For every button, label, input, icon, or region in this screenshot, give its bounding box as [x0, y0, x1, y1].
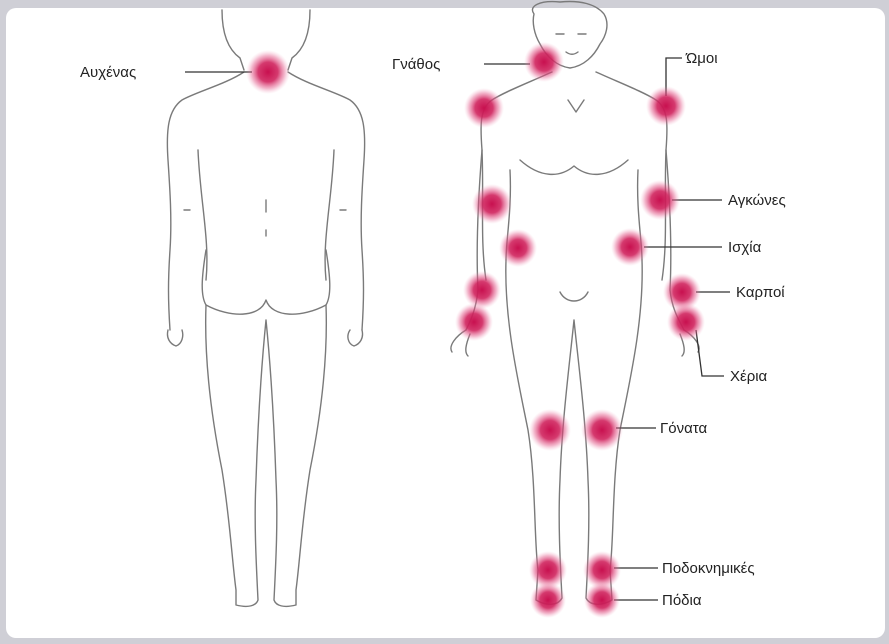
label-neck: Αυχένας [80, 64, 136, 81]
pain-spot-neck [246, 50, 290, 94]
pain-spot-hand-left [667, 303, 705, 341]
front-arms-outline [466, 150, 684, 330]
front-pelvis-outline [560, 292, 588, 301]
pain-spot-knee-right [529, 409, 571, 451]
pain-spot-wrist-right [463, 271, 501, 309]
pain-spot-jaw [524, 42, 564, 82]
back-view-figure [167, 10, 364, 606]
pain-spot-hip-left [611, 228, 649, 266]
back-inner-arm-outline [198, 150, 334, 280]
label-elbows: Αγκώνες [728, 192, 786, 209]
label-knees: Γόνατα [660, 420, 707, 437]
back-hips-outline [202, 250, 330, 314]
pain-spot-knee-left [581, 409, 623, 451]
pain-spot-hand-right [455, 303, 493, 341]
pain-spot-elbow-right [472, 184, 512, 224]
label-hands: Χέρια [730, 368, 768, 385]
label-feet: Πόδια [662, 592, 702, 609]
pain-spot-shoulder-right [464, 88, 504, 128]
label-jaw: Γνάθος [392, 56, 440, 73]
pain-spot-foot-left [584, 582, 620, 618]
label-wrists: Καρποί [736, 284, 785, 301]
front-chest-outline [520, 100, 628, 174]
pain-spot-elbow-left [640, 180, 680, 220]
label-hips: Ισχία [728, 239, 762, 256]
pain-spot-shoulder-left [646, 86, 686, 126]
label-shoulders: Ώμοι [685, 50, 718, 67]
back-spine-marks [184, 200, 346, 236]
label-ankles: Ποδοκνημικές [662, 560, 755, 577]
pain-spot-hip-right [499, 229, 537, 267]
back-legs-outline [206, 305, 327, 606]
pain-spot-foot-right [530, 582, 566, 618]
pain-spots [246, 42, 705, 618]
leader-hands [696, 330, 724, 376]
